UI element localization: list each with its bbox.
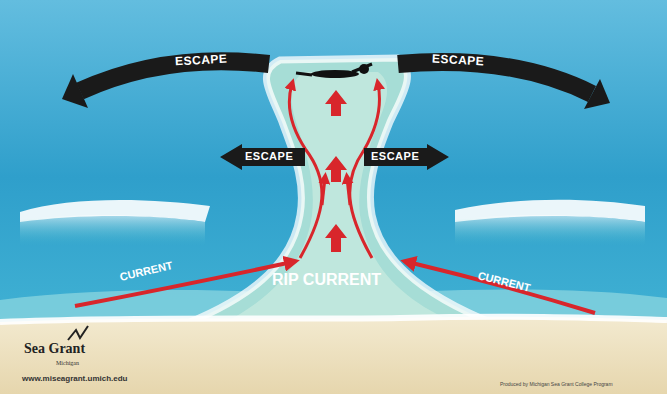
arrow-shape xyxy=(392,46,617,116)
rip-channel xyxy=(170,58,510,330)
website-url: www.miseagrant.umich.edu xyxy=(22,375,128,383)
escape-label: ESCAPE xyxy=(175,53,228,68)
rip-flow-arrow xyxy=(289,84,322,258)
rip-flow-arrow xyxy=(350,84,380,258)
rip-flow-arrow xyxy=(325,156,347,182)
rip-flow-arrow xyxy=(322,178,325,205)
escape-label: ESCAPE xyxy=(432,53,485,68)
escape-label: ESCAPE xyxy=(371,151,419,162)
shore-foam xyxy=(0,317,667,322)
logo-bird xyxy=(68,326,88,340)
escape-label: ESCAPE xyxy=(245,151,293,162)
swimmer xyxy=(296,64,372,78)
credit-note: Produced by Michigan Sea Grant College P… xyxy=(500,382,613,387)
escape-arrow: ESCAPE xyxy=(392,46,617,116)
current-arrow xyxy=(408,262,595,313)
sand xyxy=(0,317,667,394)
logo-text: Sea Grant xyxy=(24,342,85,356)
wave-body xyxy=(20,215,205,245)
rip-flow-arrow xyxy=(325,90,347,116)
escape-arrow: ESCAPE xyxy=(55,46,277,112)
arrow-body xyxy=(584,79,610,109)
wave-body xyxy=(455,215,645,245)
logo-subtext: Michigan xyxy=(56,360,79,366)
rip-foam xyxy=(220,72,460,325)
arrow-body xyxy=(220,144,305,170)
rip-flow-arrow xyxy=(347,178,350,205)
arrow-body xyxy=(80,61,269,91)
arrow-body xyxy=(364,144,449,170)
escape-arrow: ESCAPE xyxy=(220,144,305,170)
rip-current-label: RIP CURRENT xyxy=(272,272,381,288)
escape-arrow: ESCAPE xyxy=(364,144,449,170)
arrow-body xyxy=(398,62,592,94)
arrow-body xyxy=(62,74,88,108)
rip-flow-arrow xyxy=(325,224,347,252)
current-arrow xyxy=(75,262,292,306)
arrow-shape xyxy=(55,46,277,112)
